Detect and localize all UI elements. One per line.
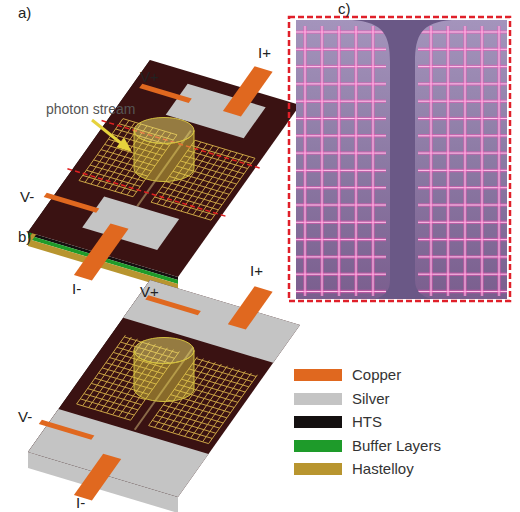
panel-label: b) — [18, 228, 31, 246]
grid-line — [195, 140, 255, 158]
grid-line — [80, 399, 134, 415]
copper-tab — [44, 193, 100, 213]
copper-tab — [39, 420, 95, 440]
grid-glow — [429, 26, 433, 296]
hts-top-face — [28, 60, 300, 277]
grid-glow — [446, 26, 450, 296]
grid-line — [86, 170, 140, 186]
photon-arrow — [92, 120, 132, 152]
legend-swatch — [294, 440, 342, 452]
copper-tab — [139, 84, 192, 103]
copper-tab — [228, 286, 273, 329]
grid-glow — [354, 26, 358, 296]
legend-text: Buffer Layers — [352, 437, 441, 455]
legend-text: Silver — [352, 390, 390, 408]
grid-line — [79, 181, 133, 197]
terminal-label: I+ — [258, 44, 271, 62]
silver-end — [28, 409, 209, 497]
micrograph — [289, 17, 510, 301]
photo-background — [296, 20, 507, 299]
terminal-label: I+ — [250, 262, 263, 280]
grid-line — [77, 335, 126, 404]
photon-beam-cylinder — [134, 118, 194, 182]
grid-line — [196, 359, 256, 377]
grid-glow — [337, 26, 341, 296]
bridge-strip — [352, 20, 452, 299]
legend-swatch — [294, 369, 342, 381]
grid-line — [322, 26, 323, 296]
terminal-label: V- — [20, 188, 34, 206]
panel-label: c) — [338, 0, 351, 18]
grid-glow — [303, 26, 307, 296]
grid-line — [499, 26, 500, 296]
silver-pad — [82, 196, 179, 249]
photon-beam-cylinder — [134, 338, 194, 402]
grid-line — [465, 26, 466, 296]
grid-line — [356, 26, 357, 296]
legend-text: HTS — [352, 413, 382, 431]
grid-line — [373, 26, 374, 296]
terminal-label: I- — [72, 280, 81, 298]
grid-line — [84, 394, 138, 410]
cylinder-top — [134, 118, 194, 144]
grid-glow — [480, 26, 484, 296]
arrow-head — [117, 138, 132, 152]
grid-line — [448, 26, 449, 296]
arrow-shaft — [92, 120, 122, 144]
panel-label: a) — [18, 4, 31, 22]
hts-top-face — [28, 280, 300, 497]
cylinder-top — [134, 338, 194, 364]
terminal-label: I- — [76, 494, 85, 512]
grid-line — [482, 26, 483, 296]
terminal-label: V+ — [140, 68, 159, 86]
photo-border — [289, 17, 510, 301]
legend-text: Copper — [352, 366, 401, 384]
terminal-label: V- — [18, 408, 32, 426]
copper-tab — [74, 223, 129, 280]
terminal-label: V+ — [140, 283, 159, 301]
grid-glow — [497, 26, 501, 296]
grid-line — [305, 26, 306, 296]
tape-sample — [3, 37, 308, 299]
grid-line — [431, 26, 432, 296]
grid-line — [88, 389, 142, 405]
copper-tab — [74, 454, 121, 501]
copper-tab — [223, 66, 273, 116]
tape-sample — [3, 257, 314, 512]
grid-line — [83, 175, 137, 191]
legend-text: Hastelloy — [352, 460, 414, 478]
legend-swatch — [294, 393, 342, 405]
tape-surface — [3, 37, 308, 299]
beam-label: photon stream — [46, 100, 136, 118]
tape-surface — [3, 257, 314, 512]
grid-glow — [371, 26, 375, 296]
grid-glow — [320, 26, 324, 296]
grid-line — [339, 26, 340, 296]
legend-swatch — [294, 416, 342, 428]
grid-glow — [463, 26, 467, 296]
legend-swatch — [294, 463, 342, 475]
silver-end — [123, 280, 300, 363]
